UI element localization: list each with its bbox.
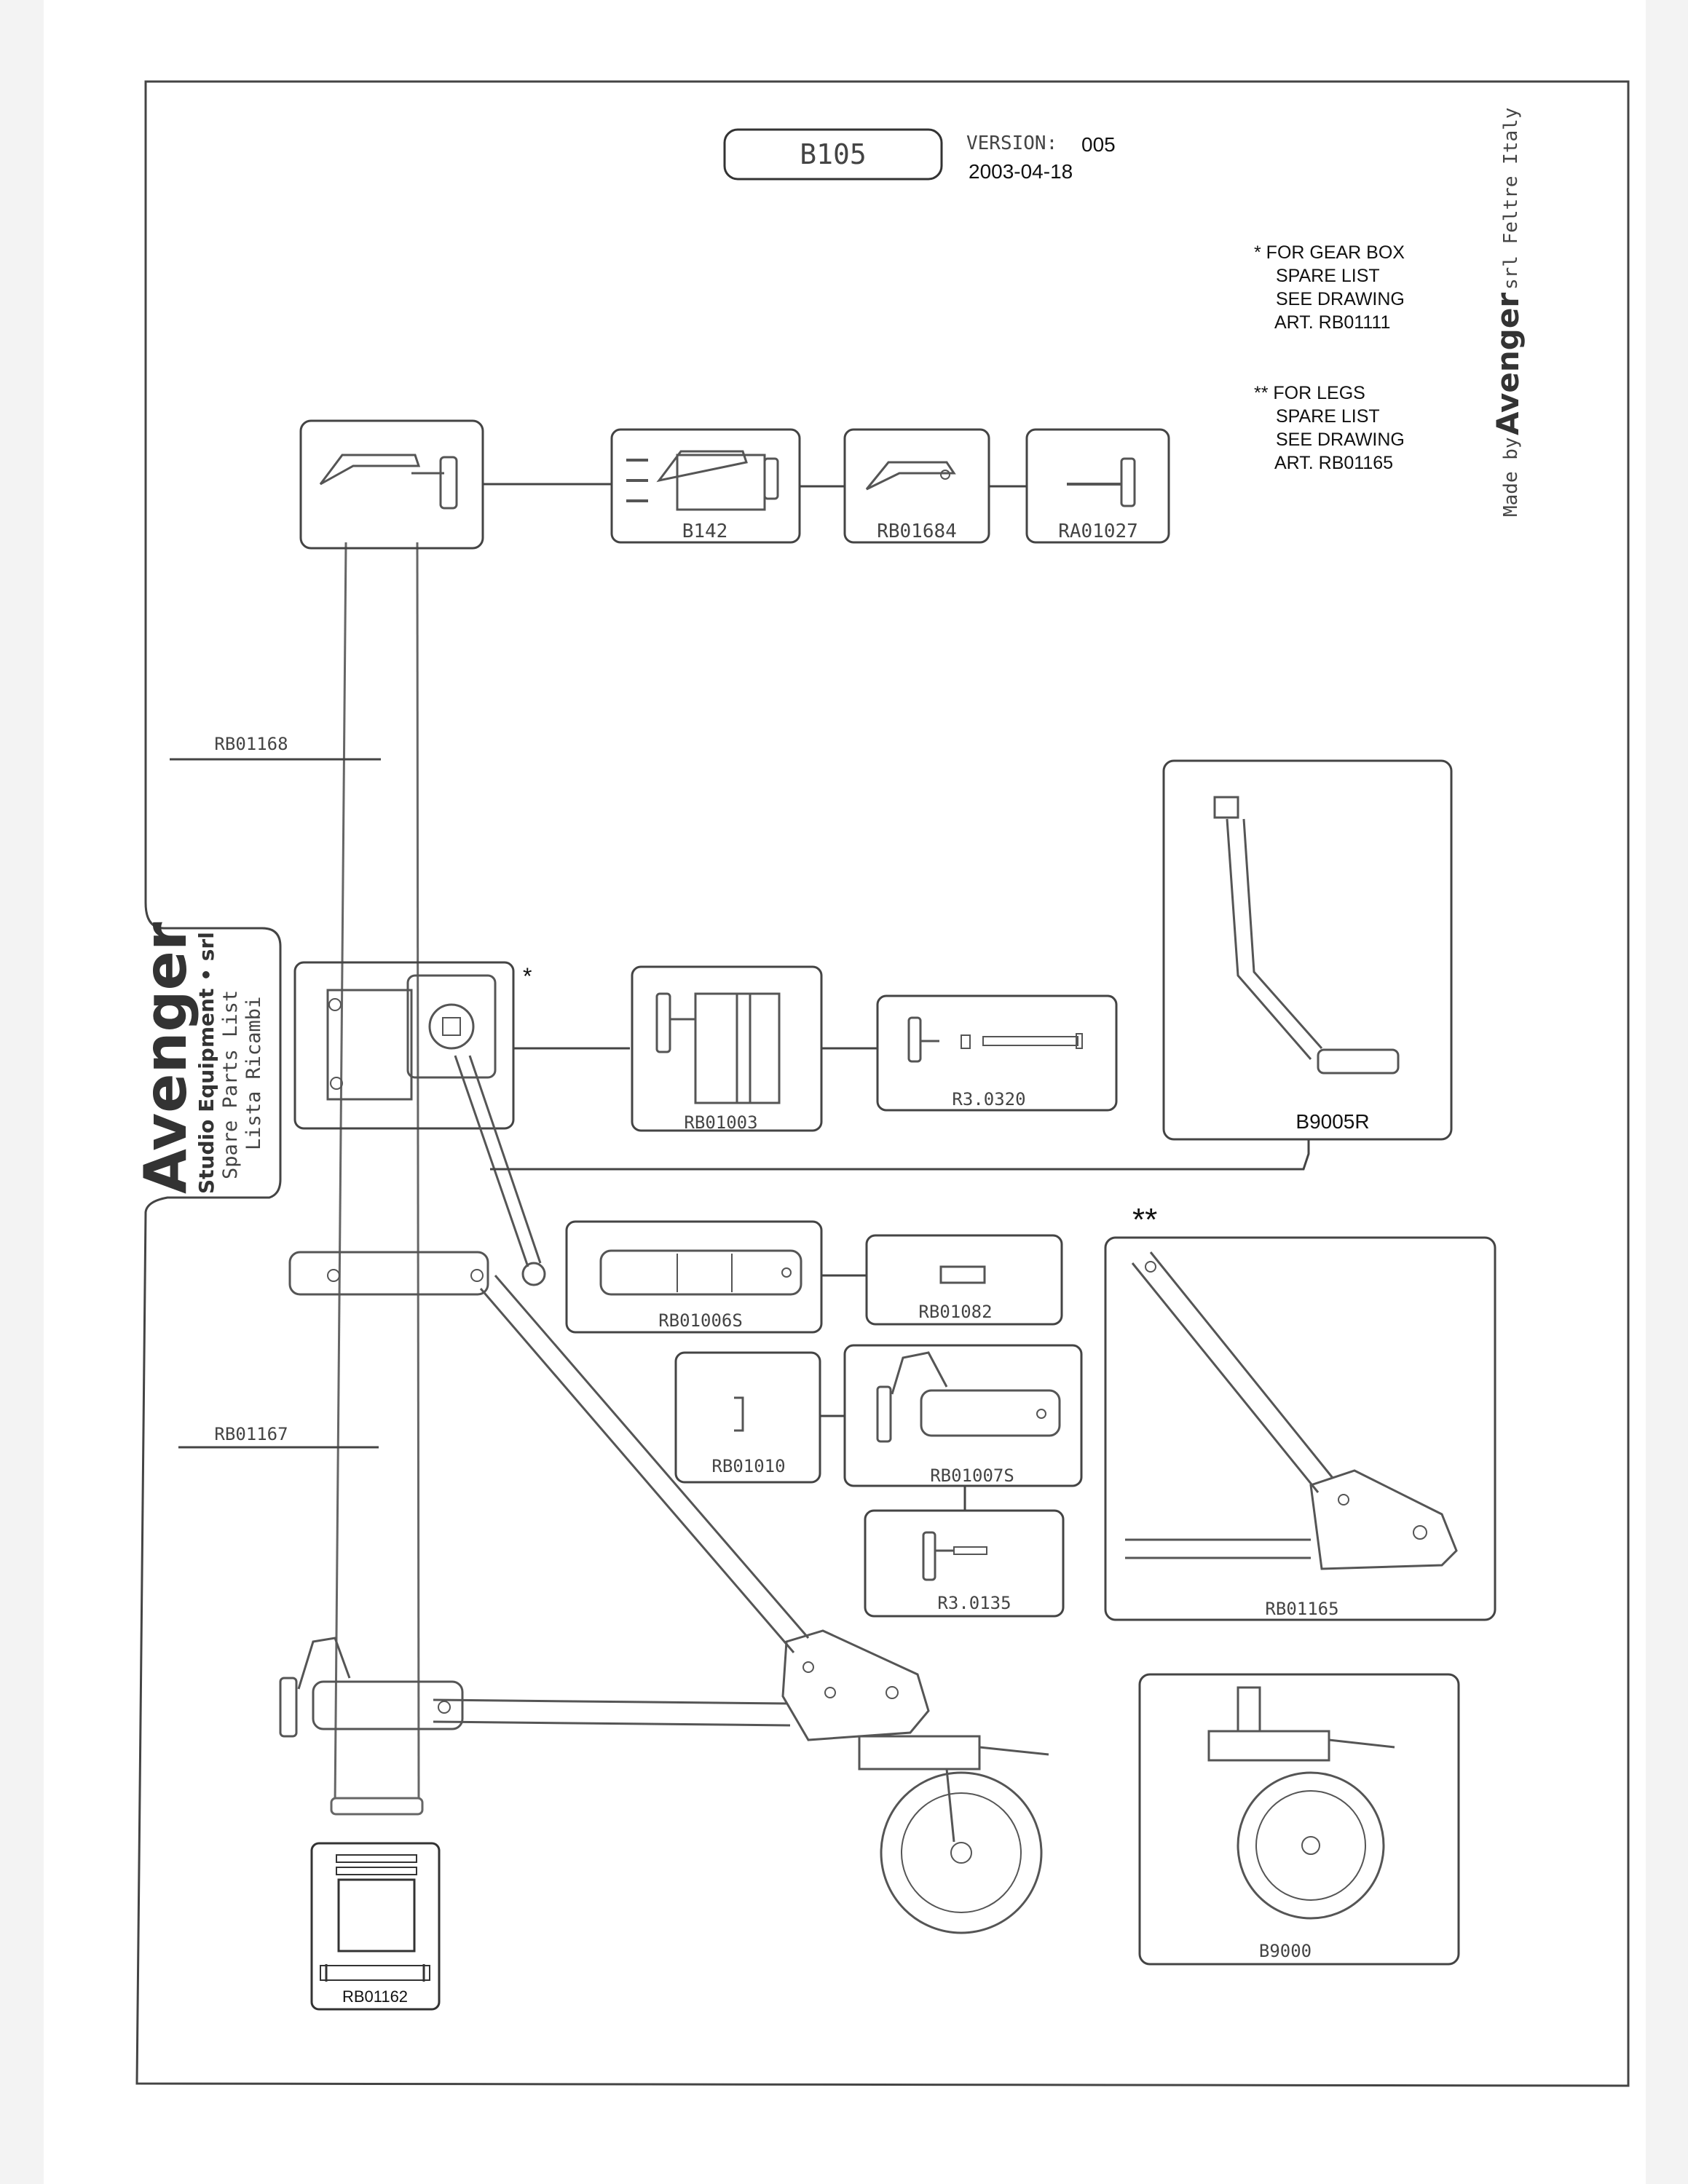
part-label-rb01082: RB01082 (918, 1302, 992, 1322)
column-tube (330, 542, 424, 1816)
part-b9005r-box: B9005R (1162, 759, 1453, 1141)
leg-knuckle-joint (781, 1629, 930, 1741)
version-value: 005 (1081, 133, 1116, 156)
lower-leg-clamp (279, 1637, 464, 1738)
gearbox-note: * FOR GEAR BOX SPARE LIST SEE DRAWING AR… (1254, 242, 1405, 333)
part-rb01082-box: RB01082 (865, 1234, 1063, 1326)
connector-line (490, 1139, 1310, 1171)
part-r30135-box: R3.0135 (864, 1509, 1065, 1618)
part-label-b9005r: B9005R (1295, 1110, 1369, 1133)
svg-text:SEE DRAWING: SEE DRAWING (1276, 289, 1405, 309)
upper-leg-clamp (288, 1251, 489, 1296)
version-block (961, 109, 1162, 248)
caster-wheel (858, 1735, 1049, 1934)
drawing-frame (135, 80, 1630, 2087)
part-rb01165-box: RB01165 (1104, 1236, 1496, 1621)
part-rb01684-box: RB01684 (843, 428, 990, 544)
version-date: 2003-04-18 (969, 160, 1073, 183)
svg-text:Spare Parts List: Spare Parts List (219, 990, 242, 1179)
svg-text:Lista Ricambi: Lista Ricambi (242, 997, 265, 1150)
svg-text:SEE DRAWING: SEE DRAWING (1276, 430, 1405, 450)
part-label-rb01007s: RB01007S (930, 1465, 1014, 1486)
manufacturer-side-label: Made by Avenger srl Feltre Italy (1490, 108, 1526, 517)
part-label-b9000: B9000 (1259, 1941, 1312, 1961)
part-label-rb01162: RB01162 (342, 1987, 408, 2006)
part-rb01162-box: RB01162 (310, 1842, 441, 2011)
part-label-rb01010: RB01010 (711, 1456, 785, 1476)
gearbox-star-marker: * (523, 963, 532, 989)
part-label-rb01165: RB01165 (1265, 1599, 1338, 1619)
gearbox-assembly-box (293, 961, 515, 1130)
part-label-r30135: R3.0135 (937, 1593, 1011, 1613)
gearbox-crank (454, 1055, 546, 1286)
svg-text:SPARE LIST: SPARE LIST (1276, 266, 1380, 286)
part-rb01007s-box: RB01007S (843, 1344, 1083, 1487)
svg-text:** FOR LEGS: ** FOR LEGS (1254, 383, 1365, 403)
part-label-b142: B142 (682, 521, 728, 542)
part-label-rb01006s: RB01006S (658, 1310, 743, 1331)
legs-double-star-marker: ** (1132, 1202, 1157, 1238)
leader-rb01168: RB01168 (170, 734, 381, 761)
paper-sheet (44, 0, 1646, 2184)
part-rb01006s-box: RB01006S (565, 1220, 823, 1334)
svg-text:srl Feltre Italy: srl Feltre Italy (1500, 108, 1522, 290)
leader-rb01167: RB01167 (178, 1424, 379, 1449)
svg-text:SPARE LIST: SPARE LIST (1276, 406, 1380, 427)
part-label-r30320: R3.0320 (952, 1089, 1025, 1109)
svg-text:Avenger: Avenger (132, 922, 200, 1194)
part-b9000-box: B9000 (1138, 1673, 1460, 1966)
part-label-ra01027: RA01027 (1058, 521, 1138, 542)
svg-text:RB01168: RB01168 (214, 734, 288, 754)
model-title-box: B105 (723, 128, 943, 181)
part-r30320-box: R3.0320 (876, 994, 1118, 1112)
svg-text:Made by: Made by (1500, 437, 1522, 517)
legs-note: ** FOR LEGS SPARE LIST SEE DRAWING ART. … (1254, 383, 1405, 473)
svg-text:RB01167: RB01167 (214, 1424, 288, 1444)
part-label-rb01003: RB01003 (684, 1112, 757, 1133)
svg-text:Avenger: Avenger (1490, 293, 1526, 435)
part-label-rb01684: RB01684 (877, 521, 957, 542)
brand-tab: Avenger Studio Equipment • srl Spare Par… (132, 922, 265, 1194)
part-b142-box: B142 (610, 428, 801, 544)
svg-text:ART. RB01111: ART. RB01111 (1274, 312, 1390, 333)
part-ra01027-box: RA01027 (1025, 428, 1170, 544)
svg-text:ART. RB01165: ART. RB01165 (1274, 453, 1393, 473)
part-rb01010-box: RB01010 (674, 1351, 821, 1484)
diagonal-leg (433, 1275, 810, 1727)
svg-text:Studio Equipment • srl: Studio Equipment • srl (194, 932, 218, 1194)
version-label: VERSION: (966, 132, 1057, 154)
model-title: B105 (800, 138, 867, 170)
svg-text:* FOR GEAR BOX: * FOR GEAR BOX (1254, 242, 1405, 263)
